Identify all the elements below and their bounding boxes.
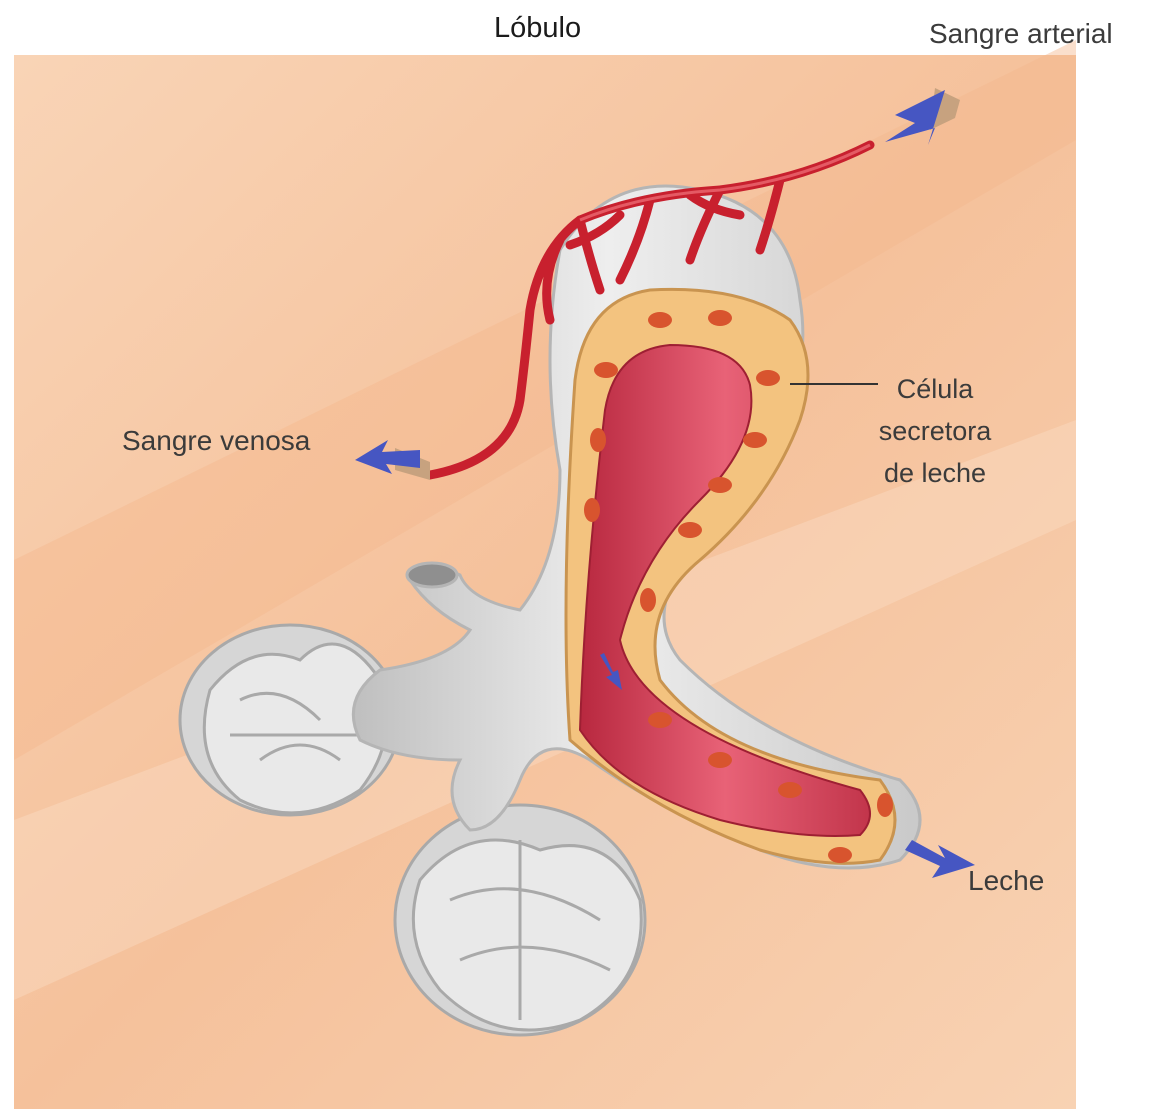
diagram-title: Lóbulo bbox=[494, 12, 581, 45]
label-celula-secretora: Célula secretora de leche bbox=[860, 368, 1010, 494]
label-leche: Leche bbox=[968, 865, 1044, 897]
duct-opening bbox=[407, 563, 457, 587]
label-cell-line2: secretora bbox=[860, 410, 1010, 452]
label-sangre-venosa: Sangre venosa bbox=[122, 425, 310, 457]
alveolus-cluster-bottom bbox=[395, 805, 645, 1035]
label-cell-line3: de leche bbox=[860, 452, 1010, 494]
label-sangre-arterial: Sangre arterial bbox=[929, 18, 1113, 50]
label-cell-line1: Célula bbox=[860, 368, 1010, 410]
